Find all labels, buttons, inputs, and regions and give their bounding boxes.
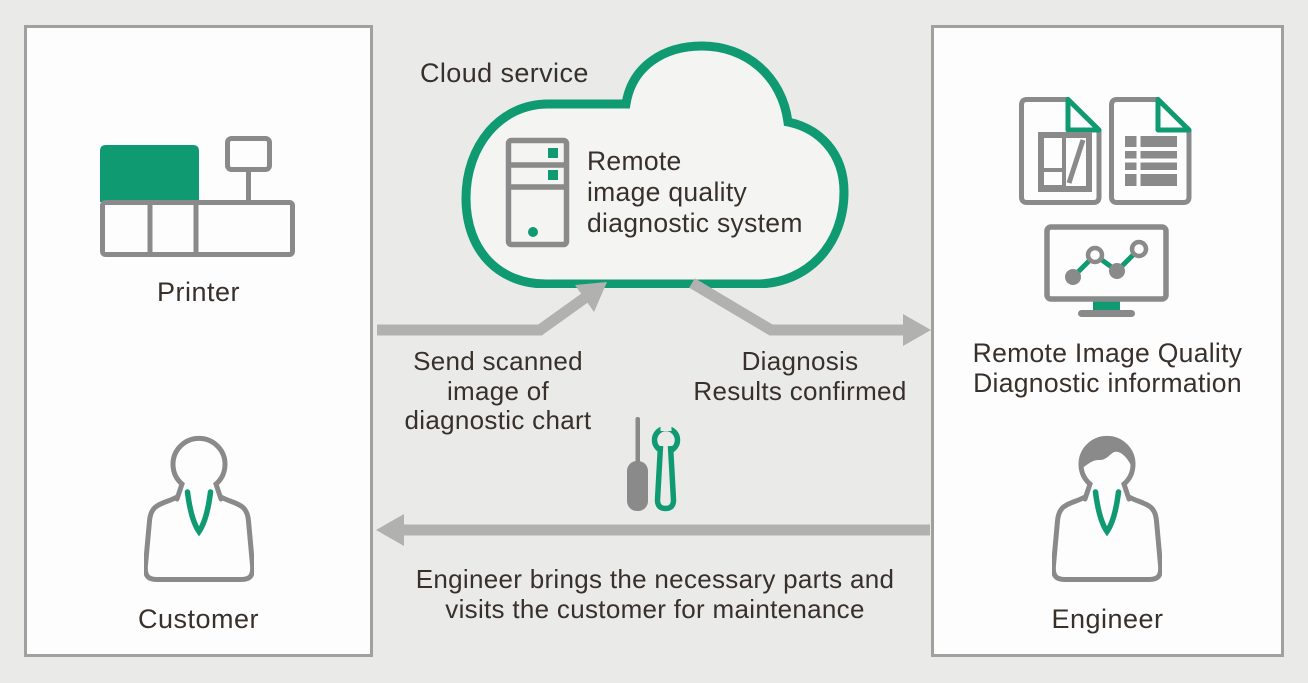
send-caption: Send scanned image of diagnostic chart bbox=[404, 346, 592, 435]
wrench-icon bbox=[651, 417, 681, 512]
return-visit-arrow bbox=[376, 514, 930, 546]
return-visit-caption: Engineer brings the necessary parts and … bbox=[415, 564, 895, 624]
cloud-service-label: Cloud service bbox=[420, 58, 589, 88]
diagnosis-arrow bbox=[689, 278, 931, 346]
server-icon bbox=[505, 137, 570, 248]
maintenance-tools-icon bbox=[627, 417, 681, 512]
diagnostic-system-text: Remote image quality diagnostic system bbox=[587, 146, 803, 238]
chart-monitor-icon bbox=[1044, 224, 1169, 317]
send-arrow bbox=[377, 282, 607, 336]
customer-panel: Printer Customer bbox=[24, 25, 373, 657]
engineer-panel: Remote Image Quality Diagnostic informat… bbox=[931, 25, 1284, 657]
printer-icon bbox=[100, 136, 295, 257]
engineer-icon bbox=[1052, 435, 1162, 582]
customer-label: Customer bbox=[137, 604, 260, 634]
diagnosis-caption: Diagnosis Results confirmed bbox=[693, 346, 907, 406]
cloud-shape bbox=[461, 41, 849, 288]
printer-label: Printer bbox=[156, 277, 241, 307]
diagnostic-information-text: Remote Image Quality Diagnostic informat… bbox=[972, 338, 1243, 398]
diagnostic-chart-document-icon bbox=[1019, 97, 1102, 205]
report-document-icon bbox=[1109, 97, 1192, 205]
customer-icon bbox=[144, 435, 254, 582]
engineer-label: Engineer bbox=[1051, 604, 1164, 634]
screwdriver-icon bbox=[627, 417, 648, 511]
